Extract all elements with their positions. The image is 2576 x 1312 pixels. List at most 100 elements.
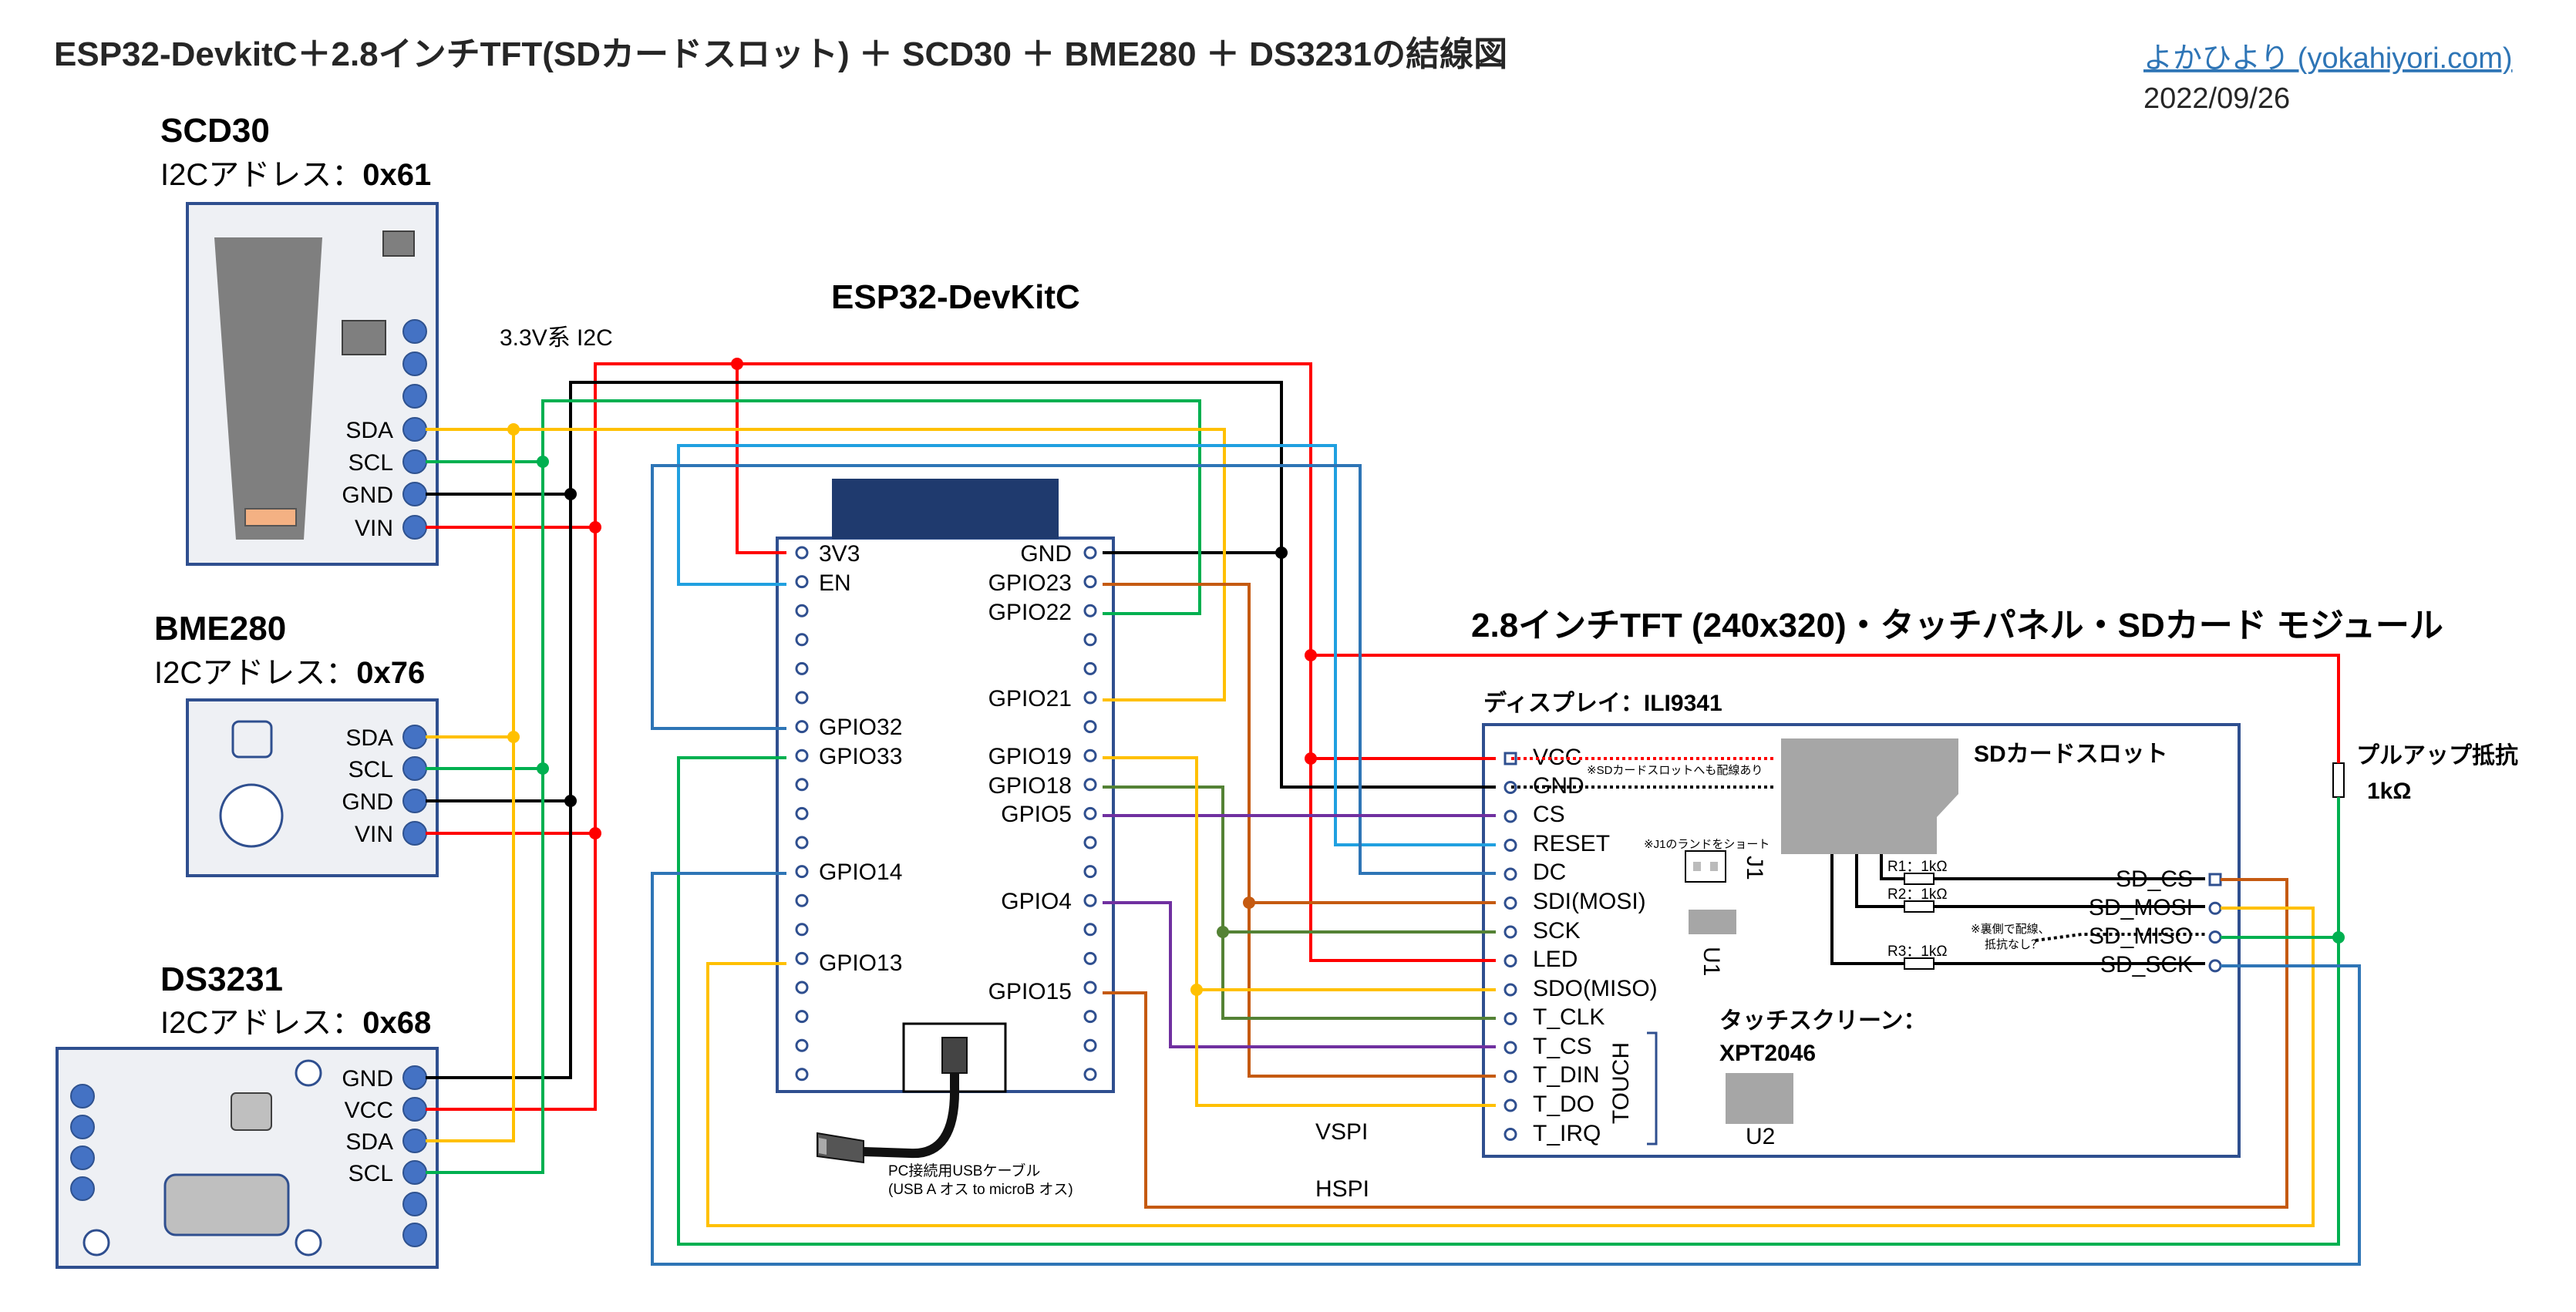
r1-lead [1880,854,1904,880]
ds3231-mount-hole [295,1059,322,1087]
junction-dot [1190,984,1203,996]
esp32-header-hole [795,720,809,734]
esp32-header-hole [1083,1038,1097,1052]
tft-header-hole [1504,752,1517,765]
bme280-pin-scl-hole [402,756,427,781]
tft-header-hole [1504,781,1517,794]
ds3231-pin-vcc-hole [402,1097,427,1122]
wire-sd-mosi [706,907,2315,1227]
esp32-antenna-module [832,479,1059,539]
vspi-label: VSPI [1315,1119,1368,1145]
wire-sd-sck [651,872,2361,1266]
sd-internal-wiring [1830,854,2205,970]
wire-sd-miso [677,756,2340,1246]
esp32-left-pin-labels: 3V3 EN GPIO32 GPIO33 GPIO14 GPIO13 [819,541,902,976]
esp32-header-hole [795,633,809,647]
esp32-header-hole [795,951,809,965]
esp32-header-hole [1083,951,1097,965]
scd30-address-value: 0x61 [362,158,431,192]
r3-resistor [1904,957,1935,970]
esp32-header-hole [795,1068,809,1082]
esp32-pin-label-gpio21: GPIO21 [988,686,1072,712]
esp32-pin-label-gpio19: GPIO19 [988,744,1072,769]
ds3231-pin-label: SDA [345,1129,393,1155]
r1-resistor [1904,873,1935,885]
esp32-pin-label-en: EN [819,570,851,596]
sd-pin-label: SD_CS [2116,866,2193,892]
bme280-address-value: 0x76 [356,656,425,690]
wire-t-clk [1221,932,1496,1020]
diagram-date: 2022/09/26 [2143,82,2290,115]
esp32-header-hole [1083,749,1097,762]
ds3231-address-label: I2Cアドレス： [160,1006,362,1040]
u2-label: U2 [1746,1124,1775,1149]
usb-cable-label: PC接続用USBケーブル [888,1162,1040,1179]
scd30-pin-label: SDA [345,418,393,443]
sd-pin-label: SD_MISO [2089,923,2193,949]
ds3231-chip [231,1092,272,1131]
esp32-header-hole [795,604,809,617]
bme280-address: I2Cアドレス：0x76 [154,656,425,690]
esp32-devkitc-board [776,479,1115,1093]
ds3231-hole [402,1223,427,1247]
tft-pin-label: LED [1533,947,1578,972]
ds3231-hole [70,1176,95,1201]
esp32-pin-label-gpio15: GPIO15 [988,979,1072,1004]
u1-chip [1689,910,1736,934]
j1-jumper [1685,850,1726,883]
tft-header-hole [1504,954,1517,967]
esp32-header-hole [1083,778,1097,792]
scd30-hole [402,352,427,376]
tft-header-hole [1504,1070,1517,1083]
esp32-header-hole [795,546,809,560]
author-link[interactable]: よかひより (yokahiyori.com) [2143,42,2513,75]
tft-pin-label: RESET [1533,831,1610,856]
esp32-pin-label-gpio23: GPIO23 [988,570,1072,596]
wire-gnd [426,381,1283,1079]
esp32-header-hole [1083,720,1097,734]
miso-note: ※裏側で配線、 [1971,922,2050,936]
touch-bracket [1647,1031,1658,1145]
tft-pin-label: GND [1533,773,1584,799]
junction-dot [507,731,520,743]
ds3231-hole [402,1192,427,1216]
scd30-sensor-body [214,237,322,540]
wire-sda [426,428,1226,1142]
esp32-header-hole [795,1038,809,1052]
scd30-pin-scl-hole [402,449,427,474]
pullup-resistor [2332,762,2345,798]
wire-t-cs [1103,901,1496,1048]
ds3231-pin-sda-hole [402,1129,427,1153]
tft-header-hole [1504,1041,1517,1055]
tft-pin-labels: VCC GND CS RESET DC SDI(MOSI) SCK LED SD… [1533,745,1658,1146]
tft-header-hole [1504,1128,1517,1141]
tft-pin-label: SCK [1533,918,1581,944]
esp32-pin-label-gnd: GND [1020,541,1072,567]
bme280-board [186,698,439,877]
tft-header-hole [1504,925,1517,939]
wire-t-din [1248,903,1496,1078]
sd-pin-labels: SD_CS SD_MOSI SD_MISO SD_SCK [2089,866,2193,977]
esp32-pin-label-gpio32: GPIO32 [819,715,902,740]
pullup-value: 1kΩ [2367,779,2411,804]
scd30-chip [382,230,415,257]
ds3231-pin-label: GND [342,1066,393,1092]
usb-cable-wire [863,1045,960,1159]
ds3231-hole [70,1145,95,1170]
usb-cable-spec: (USB A オス to microB オス) [888,1182,1073,1198]
esp32-header-hole [1083,633,1097,647]
gnd-note: ※SDカードスロットへも配線あり [1587,764,1763,777]
esp32-header-hole [1083,981,1097,994]
ds3231-hole [70,1115,95,1139]
u2-chip [1726,1073,1793,1124]
ds3231-pin-label: VCC [345,1098,393,1123]
esp32-header-hole [1083,575,1097,589]
esp32-header-hole [795,778,809,792]
wire-miso [1103,756,1496,991]
esp32-header-hole [1083,1010,1097,1024]
junction-dot [2332,931,2345,944]
scd30-hole [402,319,427,344]
bme280-pin-label: GND [342,789,393,815]
bme280-pin-vin-hole [402,821,427,846]
